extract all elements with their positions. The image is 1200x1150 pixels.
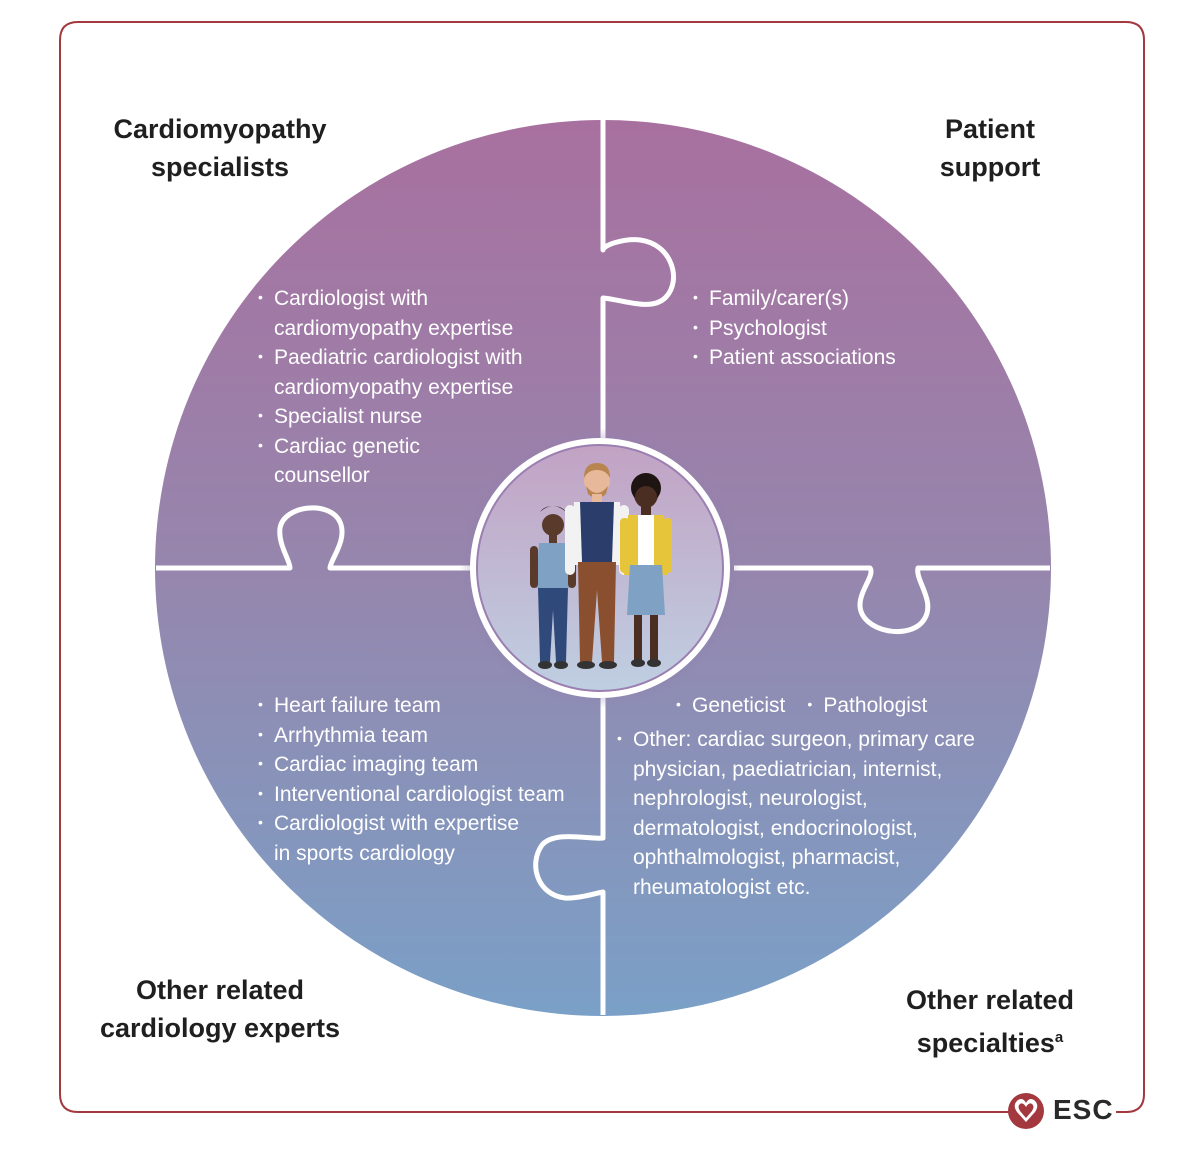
list-item: Cardiologist with expertise in sports ca… [258, 808, 565, 868]
list-item: Geneticist [676, 690, 785, 721]
superscript-a: a [1054, 1029, 1064, 1046]
other-specialties-list: Other: cardiac surgeon, primary care phy… [617, 724, 975, 902]
family-icon [530, 463, 672, 669]
title-other-specialties-line2: specialties [916, 1028, 1055, 1058]
list-item: Family/carer(s) [693, 283, 896, 314]
father-figure [565, 463, 629, 669]
puzzle-dividers [156, 120, 1050, 1015]
title-patient-support: Patient support [939, 114, 1041, 182]
cardiomyopathy-specialists-list: Cardiologist with cardiomyopathy experti… [258, 283, 523, 491]
mother-figure [620, 473, 672, 667]
title-other-specialties: Other related specialtiesa [905, 985, 1075, 1058]
list-item: Cardiac imaging team [258, 749, 565, 780]
list-item: Other: cardiac surgeon, primary care phy… [617, 724, 975, 902]
list-item: Psychologist [693, 313, 896, 344]
title-other-cardiology-experts: Other related cardiology experts [99, 975, 341, 1043]
center-circle-ring [476, 444, 724, 692]
list-item: Paediatric cardiologist with cardiomyopa… [258, 342, 523, 402]
heart-icon [1008, 1093, 1044, 1129]
specialties-inline-list: Geneticist Pathologist [676, 690, 927, 721]
title-cardiomyopathy-specialists: Cardiomyopathy specialists [113, 114, 327, 182]
child-figure [530, 506, 576, 669]
cardiology-experts-list: Heart failure team Arrhythmia team Cardi… [258, 690, 565, 868]
list-item: Arrhythmia team [258, 720, 565, 751]
list-item: Specialist nurse [258, 401, 523, 432]
list-item: Patient associations [693, 342, 896, 373]
list-item: Pathologist [807, 690, 927, 721]
patient-support-list: Family/carer(s) Psychologist Patient ass… [693, 283, 896, 373]
esc-logo-text: ESC [1051, 1094, 1116, 1126]
list-item: Cardiologist with cardiomyopathy experti… [258, 283, 523, 343]
list-item: Heart failure team [258, 690, 565, 721]
list-item: Cardiac genetic counsellor [258, 431, 523, 491]
outer-frame [59, 21, 1145, 1113]
list-item: Interventional cardiologist team [258, 779, 565, 810]
